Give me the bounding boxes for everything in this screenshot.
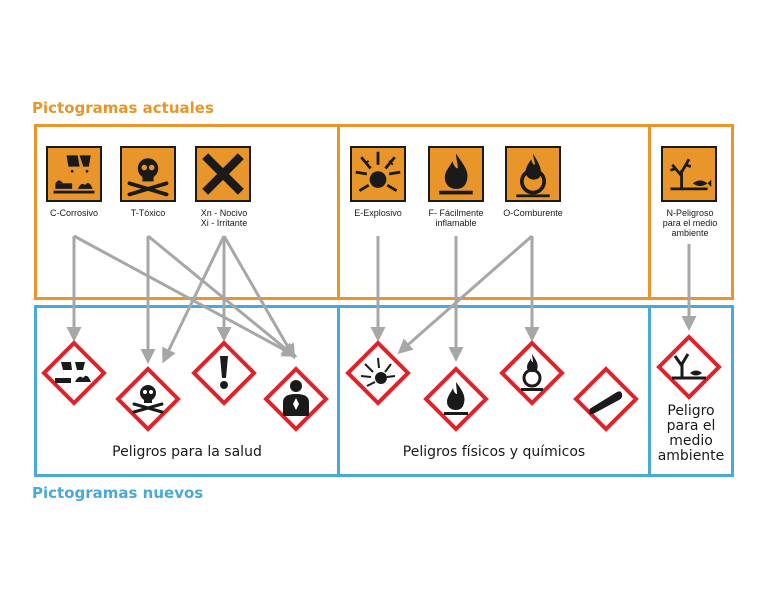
flame-icon (439, 153, 473, 195)
gas-cylinder-icon (573, 366, 639, 432)
ghs-pictogram-environment (656, 334, 722, 400)
old-pictogram-toxic (120, 146, 176, 202)
old-pictogram-flammable (428, 146, 484, 202)
old-pictogram-corrosive (46, 146, 102, 202)
health-hazard-icon (263, 366, 329, 432)
flame-over-circle-icon (516, 153, 550, 198)
exploding-bomb-icon (355, 151, 401, 192)
exploding-bomb-icon (345, 340, 411, 406)
corrosion-icon (41, 340, 107, 406)
dead-tree-fish-icon (656, 334, 722, 400)
old-pictogram-environment (661, 146, 717, 202)
current-pictograms-environment-box (648, 124, 734, 300)
new-pictograms-heading: Pictogramas nuevos (32, 484, 204, 502)
old-pictogram-flammable-label: F- Fácilmente inflamable (428, 208, 484, 228)
ghs-pictogram-toxic (115, 366, 181, 432)
ghs-pictogram-health-hazard (263, 366, 329, 432)
old-pictogram-toxic-label: T-Tóxico (130, 208, 166, 218)
dead-tree-fish-icon (669, 158, 712, 191)
flame-icon (423, 366, 489, 432)
ghs-pictogram-flammable (423, 366, 489, 432)
flame-over-circle-icon (499, 340, 565, 406)
physical-chemical-hazards-label: Peligros físicos y químicos (402, 444, 586, 460)
old-pictogram-explosive-label: E-Explosivo (354, 208, 402, 218)
ghs-pictogram-gas-cylinder (573, 366, 639, 432)
old-pictogram-oxidizing (505, 146, 561, 202)
old-pictogram-oxidizing-label: O-Comburente (503, 208, 563, 218)
corrosion-icon (53, 155, 95, 194)
saint-andrew-cross-icon (202, 153, 244, 195)
ghs-pictogram-exclamation (191, 340, 257, 406)
ghs-pictogram-oxidizing (499, 340, 565, 406)
ghs-pictogram-corrosion (41, 340, 107, 406)
environment-hazard-label: Peligro para el medio ambiente (657, 403, 725, 464)
ghs-pictogram-explosive (345, 340, 411, 406)
current-pictograms-heading: Pictogramas actuales (32, 99, 214, 117)
old-pictogram-explosive (350, 146, 406, 202)
old-pictogram-environment-label: N-Peligroso para el medio ambiente (662, 208, 718, 238)
health-hazards-label: Peligros para la salud (112, 444, 262, 460)
skull-crossbones-icon (115, 366, 181, 432)
old-pictogram-harmful (195, 146, 251, 202)
skull-crossbones-icon (127, 158, 169, 197)
old-pictogram-corrosive-label: C-Corrosivo (49, 208, 98, 218)
new-pictograms-environment-box (648, 305, 734, 477)
exclamation-mark-icon (191, 340, 257, 406)
old-pictogram-harmful-label: Xn - Nocivo Xi - Irritante (200, 208, 248, 228)
